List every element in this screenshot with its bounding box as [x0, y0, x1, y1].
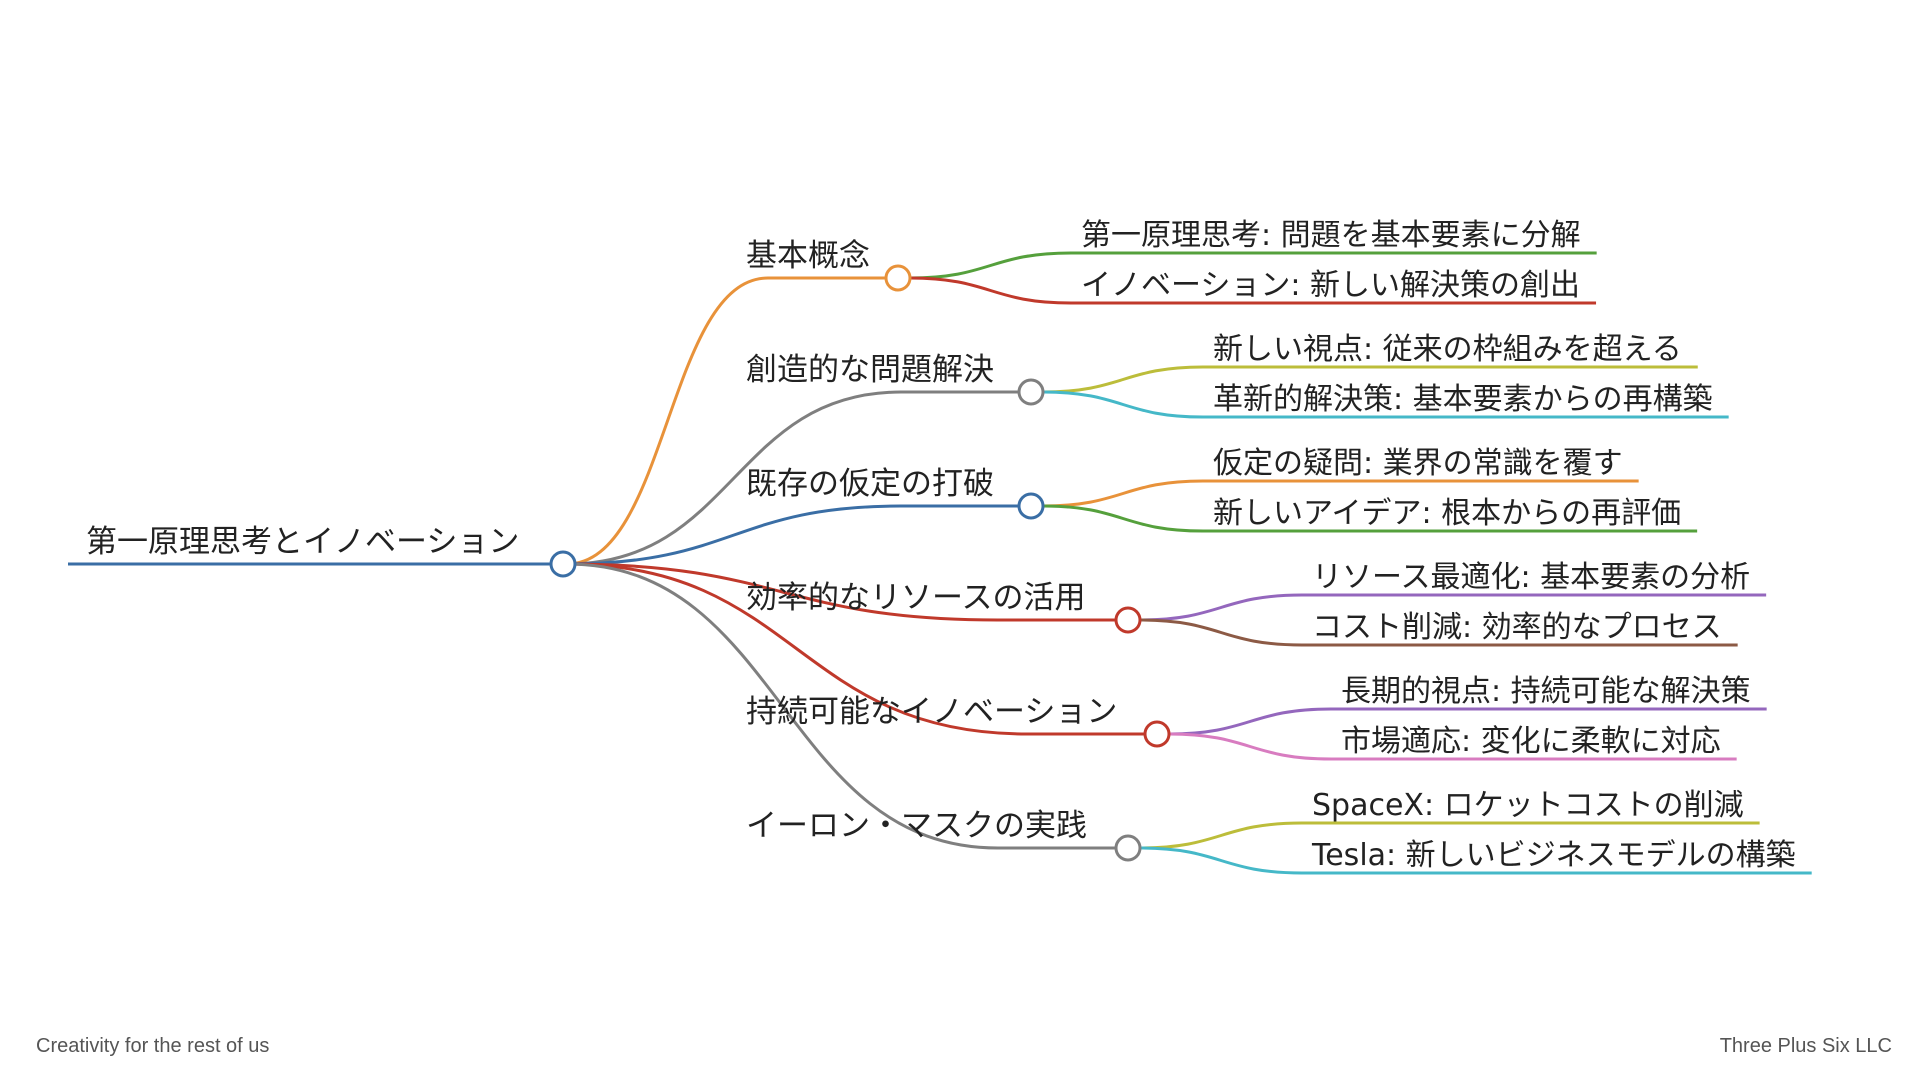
branch-node-circle: [1017, 378, 1045, 406]
root-label: 第一原理思考とイノベーション: [86, 524, 519, 560]
leaf-edge: [1168, 707, 1767, 736]
leaf-edge: [1139, 593, 1767, 622]
branch-node: 基本概念: [746, 238, 912, 292]
leaf-label: コスト削減: 効率的なプロセス: [1312, 610, 1722, 645]
branch-edge: [566, 504, 1019, 566]
leaf-edge: [1168, 732, 1737, 761]
branch-node: 持続可能なイノベーション: [746, 694, 1171, 748]
mind-map-edges: [68, 251, 1812, 875]
branch-label: 持続可能なイノベーション: [746, 694, 1117, 730]
leaf-group: SpaceX: ロケットコストの削減 Tesla: 新しいビジネスモデルの構築: [1311, 788, 1796, 873]
leaf-label: 革新的解決策: 基本要素からの再構築: [1213, 382, 1713, 417]
branch-node: 効率的なリソースの活用: [746, 580, 1142, 634]
branch-node-circle: [1017, 492, 1045, 520]
leaf-edge: [1042, 504, 1698, 533]
leaf-edge: [1139, 821, 1760, 850]
branch-label: 既存の仮定の打破: [746, 466, 994, 502]
leaf-edge: [1042, 365, 1698, 394]
root-node-circle: [549, 550, 577, 578]
branch-node-circle: [1114, 606, 1142, 634]
branch-edge: [566, 562, 1116, 622]
leaf-edge: [909, 276, 1597, 305]
leaf-label: リソース最適化: 基本要素の分析: [1312, 560, 1750, 595]
branch-edge: [566, 276, 886, 566]
branch-label: 基本概念: [746, 238, 870, 274]
leaf-label: 仮定の疑問: 業界の常識を覆す: [1213, 446, 1623, 481]
footer-tagline: Creativity for the rest of us: [36, 1035, 270, 1057]
branch-edge: [566, 390, 1019, 566]
leaf-label: 新しいアイデア: 根本からの再評価: [1213, 496, 1681, 531]
leaf-label: SpaceX: ロケットコストの削減: [1312, 788, 1744, 823]
leaf-label: 長期的視点: 持続可能な解決策: [1341, 674, 1751, 709]
branch-node-circle: [1114, 834, 1142, 862]
leaf-edge: [1139, 618, 1738, 647]
leaf-label: 新しい視点: 従来の枠組みを超える: [1213, 332, 1682, 367]
leaf-edge: [1042, 390, 1729, 419]
footer-company: Three Plus Six LLC: [1719, 1035, 1892, 1057]
leaf-label: Tesla: 新しいビジネスモデルの構築: [1311, 838, 1796, 873]
branch-node: イーロン・マスクの実践: [746, 808, 1142, 862]
branch-label: 創造的な問題解決: [746, 352, 994, 388]
leaf-edge: [1042, 479, 1639, 508]
leaf-edge: [1139, 846, 1812, 875]
root-node: 第一原理思考とイノベーション: [86, 524, 577, 578]
leaf-label: 第一原理思考: 問題を基本要素に分解: [1081, 218, 1581, 253]
branch-node-circle: [1143, 720, 1171, 748]
leaf-edge: [909, 251, 1597, 280]
branch-node: 創造的な問題解決: [746, 352, 1045, 406]
branch-label: 効率的なリソースの活用: [746, 580, 1085, 616]
leaf-label: イノベーション: 新しい解決策の創出: [1081, 268, 1580, 303]
branch-node-circle: [884, 264, 912, 292]
branch-edge: [566, 562, 1116, 850]
leaf-label: 市場適応: 変化に柔軟に対応: [1341, 724, 1721, 759]
branch-label: イーロン・マスクの実践: [746, 808, 1087, 844]
branch-node: 既存の仮定の打破: [746, 466, 1045, 520]
branch-edge: [566, 562, 1145, 736]
